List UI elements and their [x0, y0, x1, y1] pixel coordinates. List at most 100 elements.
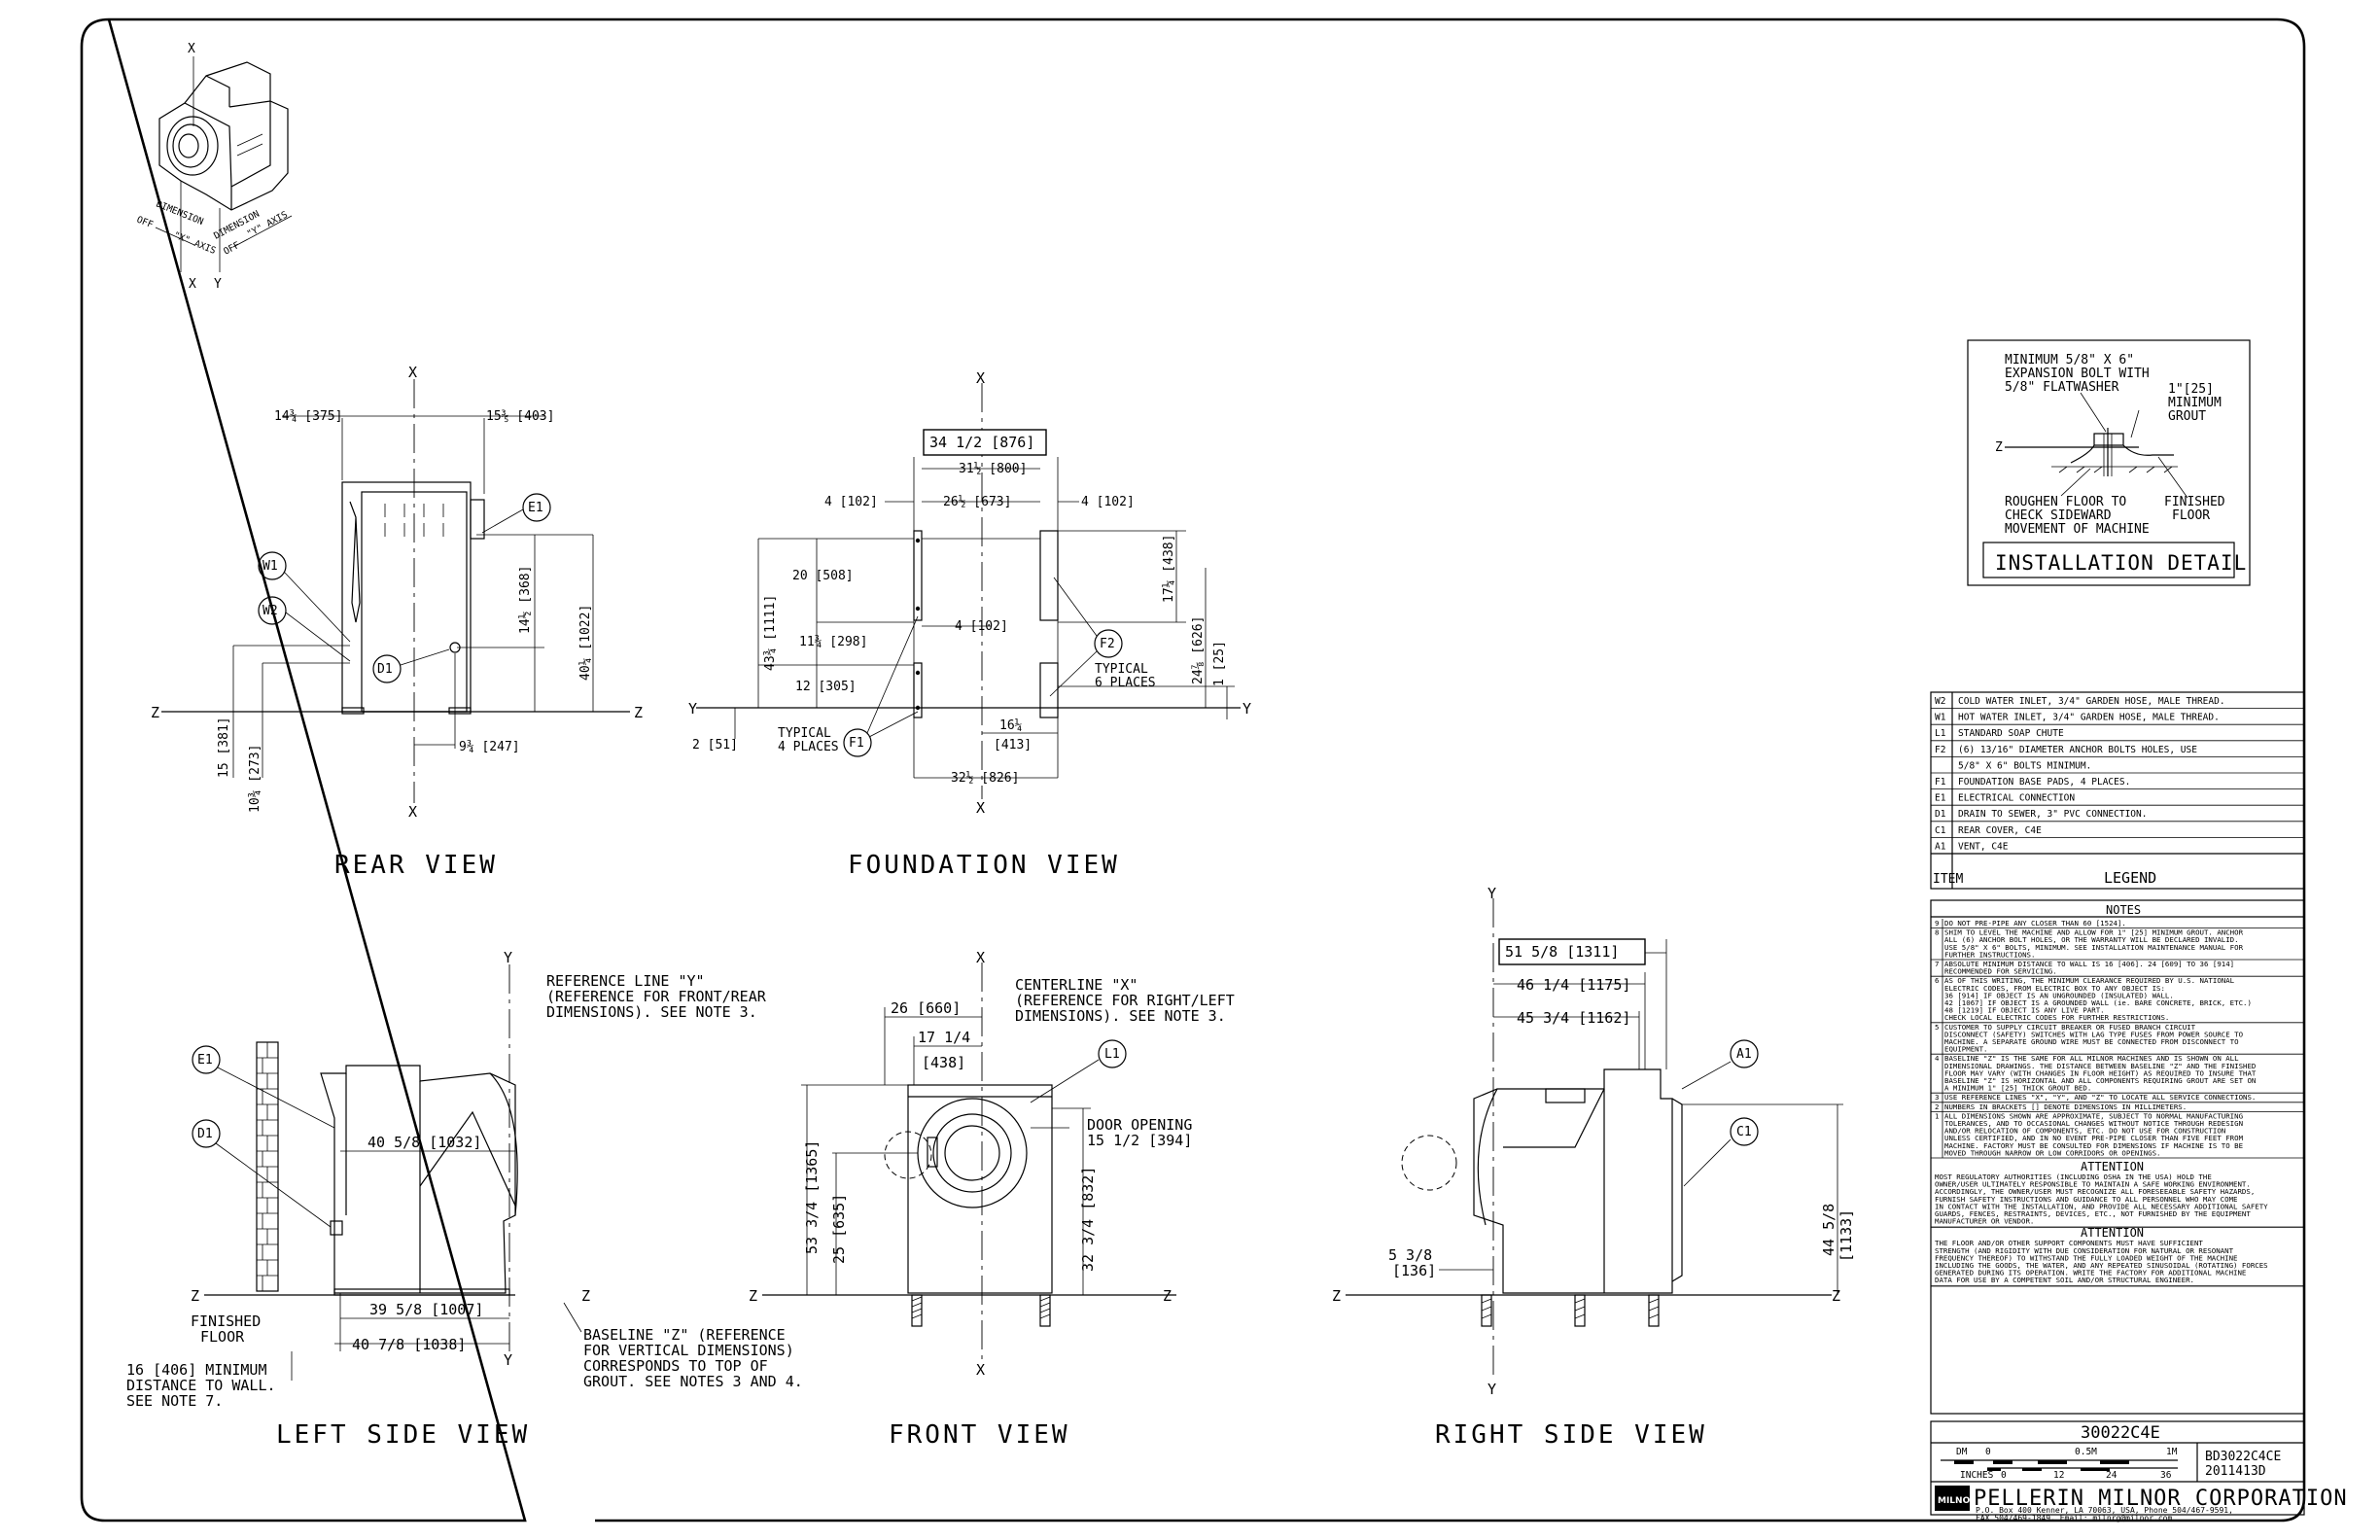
front-view: X X Z Z 26 [660] 17 1/4 [438] CENTERLINE… — [749, 949, 1235, 1450]
front-dim-32: 32 3/4 [832] — [1079, 1167, 1097, 1272]
left-y-label: Y — [504, 949, 512, 966]
attention-line: GENERATED DURING ITS OPERATION. WRITE TH… — [1935, 1269, 2246, 1278]
legend-item-description: FOUNDATION BASE PADS, 4 PLACES. — [1958, 777, 2130, 788]
front-door-1: DOOR OPENING — [1087, 1116, 1192, 1134]
right-callout-c1 — [1730, 1117, 1759, 1146]
front-center-3: DIMENSIONS). SEE NOTE 3. — [1015, 1007, 1226, 1025]
note-line: MACHINE. FACTORY MUST BE CONSULTED FOR D… — [1944, 1141, 2243, 1150]
legend-item-description: (6) 13/16" DIAMETER ANCHOR BOLTS HOLES, … — [1958, 745, 2197, 755]
note-number: 5 — [1935, 1023, 1939, 1032]
foundation-dim-12: 12 [305] — [795, 680, 857, 694]
install-grout-1: 1"[25] — [2168, 382, 2214, 397]
attention-line: FURNISH SAFETY INSTRUCTIONS AND GUIDANCE… — [1935, 1195, 2237, 1204]
note-line: DISCONNECT (SAFETY) SWITCHES WITH LAG TY… — [1944, 1030, 2244, 1038]
rear-z-right: Z — [634, 704, 643, 721]
right-dim-box — [1498, 938, 1646, 965]
right-side-view: Y Y Z Z 51 5/8 [1311] 46 1/4 [1175] 45 3… — [1332, 885, 1855, 1450]
title-model: 30022C4E — [2081, 1423, 2160, 1443]
attention-line: FREQUENCY THEREOF) TO WITHSTAND THE FULL… — [1935, 1253, 2237, 1262]
rear-dim-e1-height: 14½ [368] — [518, 566, 533, 634]
install-label-1: MINIMUM 5/8" X 6" — [2005, 353, 2134, 368]
note-line: AS OF THIS WRITING, THE MINIMUM CLEARANC… — [1944, 976, 2235, 985]
foundation-x-top: X — [976, 369, 985, 387]
front-door-window — [932, 1113, 1012, 1193]
foundation-y-right: Y — [1242, 700, 1251, 718]
foundation-dim-43: 43¾ [1111] — [763, 595, 778, 671]
legend-item-description: DRAIN TO SEWER, 3" PVC CONNECTION. — [1958, 809, 2147, 820]
scale-inches: INCHES — [1960, 1470, 1994, 1481]
left-dim-40-7-8: 40 7/8 [1038] — [352, 1336, 466, 1353]
foundation-dim-413: [413] — [994, 738, 1032, 752]
note-line: ALL (6) ANCHOR BOLT HOLES, OR THE WARRAN… — [1944, 935, 2239, 944]
note-line: FLOOR MAY VARY (WITH CHANGES IN FLOOR HE… — [1944, 1068, 2257, 1077]
note-line: 36 [914] IF OBJECT IS AN UNGROUNDED (INS… — [1944, 991, 2174, 999]
rear-dim-overall-height: 40¼ [1022] — [578, 605, 593, 681]
foundation-typical-6-line2: 6 PLACES — [1095, 676, 1156, 690]
note-line: 48 [1219] IF OBJECT IS ANY LIVE PART. — [1944, 1006, 2105, 1015]
note-number: 2 — [1935, 1102, 1939, 1111]
rear-callout-w1 — [258, 551, 287, 580]
left-min-2: DISTANCE TO WALL. — [126, 1377, 276, 1394]
install-roughen-2: CHECK SIDEWARD — [2005, 508, 2112, 523]
rear-cover-panel — [361, 491, 468, 713]
install-label-2: EXPANSION BOLT WITH — [2005, 367, 2150, 381]
note-line: MOVED THROUGH NARROW OR LOW CORRIDORS OR… — [1944, 1148, 2160, 1157]
note-line: USE 5/8" X 6" BOLTS, MINIMUM. SEE INSTAL… — [1944, 943, 2244, 952]
right-dim-45: 45 3/4 [1162] — [1517, 1009, 1630, 1027]
legend-header-item: ITEM — [1933, 872, 1963, 887]
legend-item-code: C1 — [1935, 825, 1946, 836]
foundation-dim-4-right: 4 [102] — [1081, 495, 1135, 509]
scale-in-24: 24 — [2106, 1470, 2118, 1481]
isometric-orientation-icon: X OFF DIMENSION "X" AXIS DIMENSION OFF "… — [135, 42, 293, 292]
left-dim-40-5-8: 40 5/8 [1032] — [368, 1134, 481, 1151]
brick-wall — [256, 1041, 279, 1292]
title-address-1: P.O. Box 400 Kenner, LA 70063, USA, Phon… — [1976, 1506, 2233, 1515]
notes-title: NOTES — [2106, 903, 2141, 917]
front-z-left: Z — [749, 1287, 757, 1305]
attention-title: ATTENTION — [2081, 1226, 2144, 1240]
note-number: 7 — [1935, 960, 1939, 968]
title-drawing-number: BD3022C4CE — [2205, 1450, 2281, 1464]
foundation-callout-f1-label: F1 — [849, 736, 864, 751]
foundation-dim-31: 31½ [800] — [959, 462, 1027, 476]
rear-callout-w2-label: W2 — [262, 604, 278, 618]
front-dim-17: 17 1/4 — [918, 1029, 970, 1046]
front-machine-body — [907, 1084, 1053, 1294]
legend-item-description: HOT WATER INLET, 3/4" GARDEN HOSE, MALE … — [1958, 713, 2220, 723]
install-grout-3: GROUT — [2168, 409, 2206, 424]
foundation-callout-f2 — [1094, 629, 1123, 658]
iso-off-x: OFF — [135, 215, 155, 231]
front-door-2: 15 1/2 [394] — [1087, 1132, 1192, 1149]
legend-item-code: F1 — [1935, 777, 1946, 788]
install-label-3: 5/8" FLATWASHER — [2005, 380, 2119, 395]
front-callout-l1 — [1098, 1039, 1127, 1068]
attention-line: STRENGTH (AND RIGIDITY WITH DUE CONSIDER… — [1935, 1246, 2234, 1255]
right-y-bottom: Y — [1488, 1381, 1496, 1398]
right-anchor-bolts — [1481, 1294, 1660, 1327]
iso-axis-y-bottom: Y — [214, 277, 222, 292]
install-grout-2: MINIMUM — [2168, 396, 2222, 410]
title-company: PELLERIN MILNOR CORPORATION — [1974, 1487, 2348, 1511]
right-machine-outline — [1473, 1068, 1673, 1294]
note-number: 8 — [1935, 928, 1939, 937]
foundation-dim-top: 34 1/2 [876] — [929, 434, 1034, 451]
rear-z-left: Z — [151, 704, 159, 721]
logo-text: MILNOR — [1938, 1496, 1977, 1506]
legend-item-description: REAR COVER, C4E — [1958, 825, 2042, 836]
attention-line: OWNER/USER ULTIMATELY RESPONSIBLE TO MAI… — [1935, 1180, 2251, 1189]
foundation-dim-1: 1 [25] — [1212, 641, 1227, 686]
front-anchor-bolts — [911, 1294, 1051, 1327]
left-ref-line-1: REFERENCE LINE "Y" — [546, 972, 705, 990]
rear-dim-right-width: 15⅗ [403] — [486, 409, 554, 424]
rear-dim-10: 10¾ [273] — [248, 745, 262, 813]
legend-item-code: A1 — [1935, 841, 1946, 852]
front-x-top: X — [976, 949, 985, 966]
left-callout-d1 — [192, 1119, 221, 1148]
note-line: A MINIMUM 1" [25] THICK GROUT BED. — [1944, 1084, 2091, 1093]
rear-callout-d1 — [372, 654, 402, 683]
foundation-typical-6-line1: TYPICAL — [1095, 662, 1148, 677]
left-callout-e1-label: E1 — [197, 1053, 213, 1068]
note-line: BASELINE "Z" IS HORIZONTAL AND ALL COMPO… — [1944, 1076, 2256, 1085]
